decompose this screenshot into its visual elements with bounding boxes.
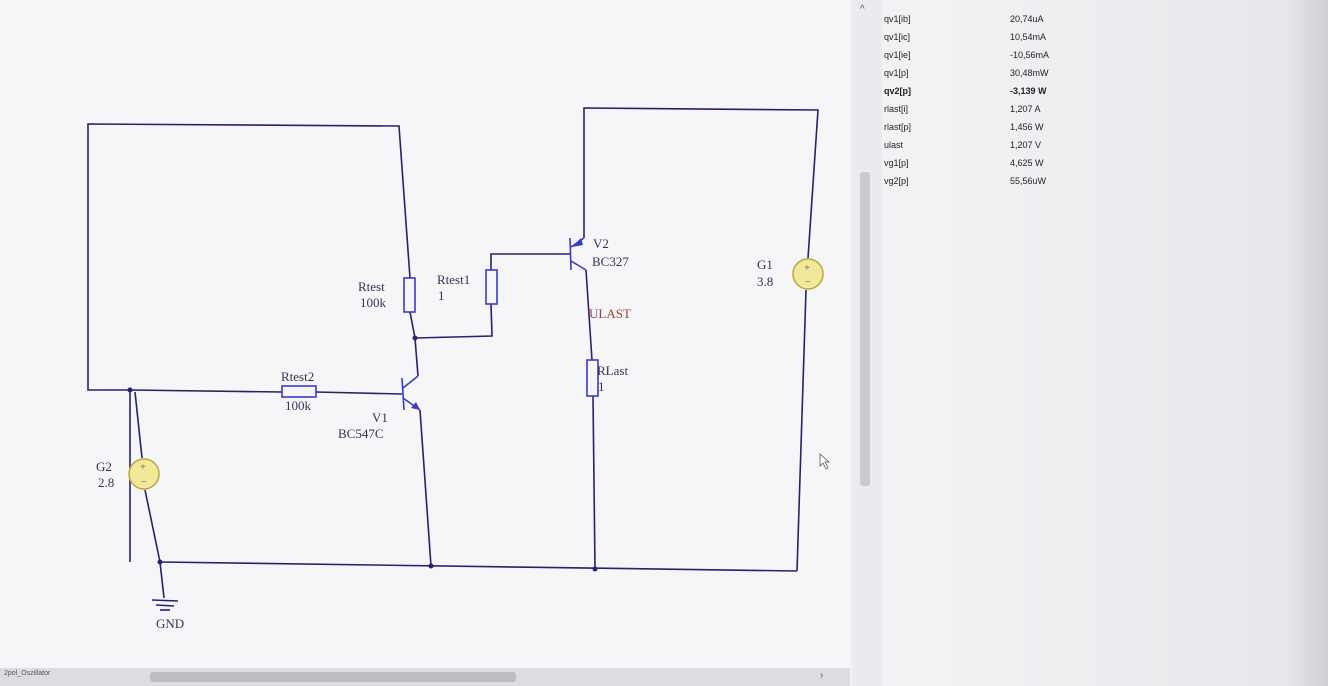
result-row[interactable]: ulast 1,207 V xyxy=(870,136,1070,154)
result-name: qv1[ib] xyxy=(884,14,911,24)
rtest1-name: Rtest1 xyxy=(437,272,470,287)
results-panel: qv1[ib] 20,74uA qv1[ic] 10,54mA qv1[ie] -10,5… xyxy=(870,10,1070,190)
result-name: vg1[p] xyxy=(884,158,909,168)
wire-v2-to-top xyxy=(583,107,819,259)
result-value: 1,207 V xyxy=(1010,140,1042,150)
result-name: rlast[p] xyxy=(884,122,912,132)
rtest1-resistor[interactable] xyxy=(485,269,498,305)
result-name: qv1[ic] xyxy=(884,32,911,42)
schematic-canvas[interactable]: Rtest 100k Rtest1 1 Rtest2 100k V1 BC547… xyxy=(0,0,850,668)
v2-value: BC327 xyxy=(592,254,629,269)
svg-text:+: + xyxy=(804,263,810,274)
v1-transistor[interactable] xyxy=(401,375,421,411)
gnd-label: GND xyxy=(156,616,184,631)
result-name: qv1[p] xyxy=(884,68,909,78)
result-value: -10,56mA xyxy=(1010,50,1050,60)
wire-g2-top xyxy=(134,391,143,459)
wire-v1-collector xyxy=(414,337,419,377)
result-row[interactable]: qv1[p] 30,48mW xyxy=(870,64,1070,82)
rtest2-value: 100k xyxy=(285,398,312,413)
wire-rtest-down xyxy=(409,311,416,339)
wire-v1-emitter xyxy=(419,409,432,567)
rtest2-name: Rtest2 xyxy=(281,369,314,384)
g2-name: G2 xyxy=(96,459,112,474)
svg-text:+: + xyxy=(140,462,146,473)
result-row[interactable]: qv2[p] -3,139 W xyxy=(870,82,1070,100)
result-value: 20,74uA xyxy=(1010,14,1044,24)
wire-left-top xyxy=(87,123,411,562)
ulast-node-label: ULAST xyxy=(589,306,631,321)
chevron-up-icon[interactable]: ^ xyxy=(860,4,865,15)
result-row[interactable]: vg1[p] 4,625 W xyxy=(870,154,1070,172)
junction-dot xyxy=(157,559,163,565)
v2-transistor[interactable] xyxy=(569,237,587,271)
window-edge xyxy=(1284,0,1328,686)
result-row[interactable]: qv1[ie] -10,56mA xyxy=(870,46,1070,64)
junction-dot xyxy=(592,566,598,572)
wire-base-line xyxy=(129,389,283,393)
result-name: qv2[p] xyxy=(884,86,911,96)
result-value: 30,48mW xyxy=(1010,68,1049,78)
result-value: 10,54mA xyxy=(1010,32,1047,42)
result-row[interactable]: rlast[i] 1,207 A xyxy=(870,100,1070,118)
wire-v2-to-rlast xyxy=(585,269,593,361)
wire-ground-drop xyxy=(159,561,165,599)
mouse-pointer-icon xyxy=(819,453,831,470)
rlast-name: RLast xyxy=(597,363,628,378)
rtest-value: 100k xyxy=(360,295,387,310)
junction-dot xyxy=(428,563,434,569)
wire-bottom-rail xyxy=(159,561,798,572)
junction-dot xyxy=(412,335,418,341)
result-value: 1,207 A xyxy=(1010,104,1041,114)
rtest-resistor[interactable] xyxy=(403,277,416,313)
horizontal-scroll-thumb[interactable] xyxy=(150,672,516,682)
wire-g1-down xyxy=(796,289,807,572)
ground-symbol[interactable] xyxy=(151,599,179,611)
wire-base-line-2 xyxy=(315,391,403,395)
result-row[interactable]: qv1[ic] 10,54mA xyxy=(870,28,1070,46)
rlast-value: 1 xyxy=(598,379,605,394)
result-name: vg2[p] xyxy=(884,176,909,186)
junction-dot xyxy=(127,387,133,393)
sheet-tab[interactable]: 2pol_Oszillator xyxy=(4,670,51,677)
g2-voltage-source[interactable]: + − xyxy=(128,458,160,490)
result-name: qv1[ie] xyxy=(884,50,911,60)
rtest1-value: 1 xyxy=(438,288,445,303)
rlast-resistor[interactable] xyxy=(586,359,599,397)
wire-rtest1-to-v2 xyxy=(490,253,570,270)
svg-text:−: − xyxy=(141,477,147,488)
rtest2-resistor[interactable] xyxy=(281,385,317,398)
g1-voltage-source[interactable]: + − xyxy=(792,258,824,290)
vertical-scrollbar[interactable]: ^ xyxy=(852,0,882,686)
rtest-name: Rtest xyxy=(358,279,385,294)
wire-rlast-down xyxy=(592,395,596,570)
v1-name: V1 xyxy=(372,410,388,425)
wire-to-rtest1 xyxy=(414,303,493,339)
v2-name: V2 xyxy=(593,236,609,251)
g1-name: G1 xyxy=(757,257,773,272)
result-name: ulast xyxy=(884,140,904,150)
result-row[interactable]: vg2[p] 55,56uW xyxy=(870,172,1070,190)
g2-value: 2.8 xyxy=(98,475,114,490)
result-name: rlast[i] xyxy=(884,104,909,114)
schematic-drawing[interactable]: Rtest 100k Rtest1 1 Rtest2 100k V1 BC547… xyxy=(0,0,850,668)
result-value: 4,625 W xyxy=(1010,158,1044,168)
wire-g2-bottom xyxy=(144,489,161,563)
result-value: 1,456 W xyxy=(1010,122,1044,132)
g1-value: 3.8 xyxy=(757,274,773,289)
result-value: -3,139 W xyxy=(1010,86,1047,96)
result-row[interactable]: rlast[p] 1,456 W xyxy=(870,118,1070,136)
v1-value: BC547C xyxy=(338,426,384,441)
result-row[interactable]: qv1[ib] 20,74uA xyxy=(870,10,1070,28)
vertical-scroll-thumb[interactable] xyxy=(860,172,870,486)
result-value: 55,56uW xyxy=(1010,176,1047,186)
horizontal-scrollbar[interactable]: › xyxy=(0,668,850,686)
chevron-right-icon[interactable]: › xyxy=(820,670,824,681)
svg-text:−: − xyxy=(805,277,811,288)
